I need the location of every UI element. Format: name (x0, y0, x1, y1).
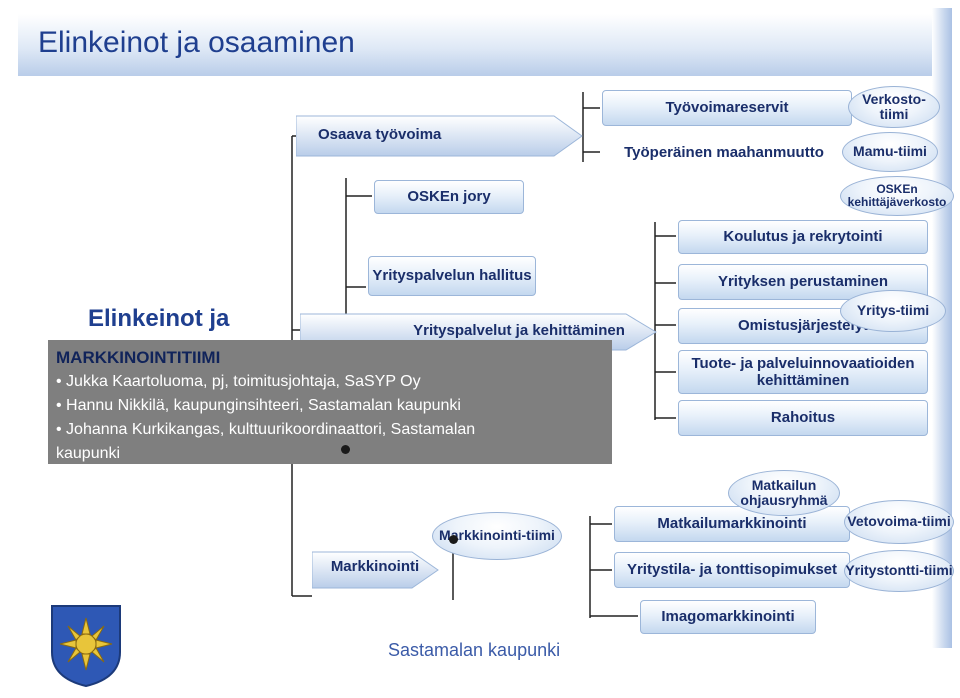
node-osken-jory: OSKEn jory (374, 180, 524, 214)
node-tyovoimareservit: Työvoimareservit (602, 90, 852, 126)
node-tyoperainen-maahanmuutto: Työperäinen maahanmuutto (624, 144, 824, 162)
oval-mamutiimi: Mamu-tiimi (842, 132, 938, 172)
oval-vetovoimatiimi: Vetovoima-tiimi (844, 500, 954, 544)
page-title: Elinkeinot ja osaaminen (38, 26, 355, 59)
node-imagomarkkinointi: Imagomarkkinointi (640, 600, 816, 634)
node-markkinointi: Markkinointi (330, 558, 420, 576)
sastamala-crest-icon (51, 605, 121, 688)
connector-dot (341, 445, 350, 454)
oval-yritystonttitiimi: Yritystontti-tiimi (844, 550, 954, 592)
info-box-line: kaupunki (56, 445, 121, 462)
arrow-markkinointi (312, 551, 439, 589)
info-box-line: • Johanna Kurkikangas, kulttuurikoordina… (56, 421, 476, 438)
oval-verkostotiimi: Verkosto-tiimi (848, 86, 940, 128)
node-osaava-tyovoima: Osaava työvoima (318, 126, 442, 144)
info-box-line: • Jukka Kaartoluoma, pj, toimitusjohtaja… (56, 373, 421, 390)
arrow-osaava (296, 115, 583, 157)
decorative-stripes (932, 8, 952, 648)
oval-osken-kehittajaverkosto: OSKEn kehittäjäverkosto (840, 176, 954, 216)
oval-yritystiimi: Yritys-tiimi (840, 290, 946, 332)
node-koulutus-rekrytointi: Koulutus ja rekrytointi (678, 220, 928, 254)
node-yrityspalvelun-hallitus: Yrityspalvelun hallitus (368, 256, 536, 296)
info-box-line: • Hannu Nikkilä, kaupunginsihteeri, Sast… (56, 397, 461, 414)
info-box-heading: MARKKINOINTITIIMI (56, 348, 221, 367)
footer-sastamalan-kaupunki: Sastamalan kaupunki (388, 640, 561, 660)
node-matkailumarkkinointi: Matkailumarkkinointi (614, 506, 850, 542)
title-banner (18, 14, 938, 76)
node-tuote-palveluinnovaatiot: Tuote- ja palveluinnovaatioiden kehittäm… (678, 350, 928, 394)
node-yritystila-tonttisopimukset: Yritystila- ja tonttisopimukset (614, 552, 850, 588)
markkinointitiimi-info-box: MARKKINOINTITIIMI • Jukka Kaartoluoma, p… (48, 340, 612, 464)
node-rahoitus: Rahoitus (678, 400, 928, 436)
oval-matkailun-ohjausryhma: Matkailun ohjausryhmä (728, 470, 840, 516)
elinkeinot-label: Elinkeinot ja (88, 305, 230, 332)
node-yrityspalvelut-kehittaminen: Yrityspalvelut ja kehittäminen (413, 322, 625, 340)
connector-dot (449, 535, 458, 544)
node-yrityksen-perustaminen: Yrityksen perustaminen (678, 264, 928, 300)
